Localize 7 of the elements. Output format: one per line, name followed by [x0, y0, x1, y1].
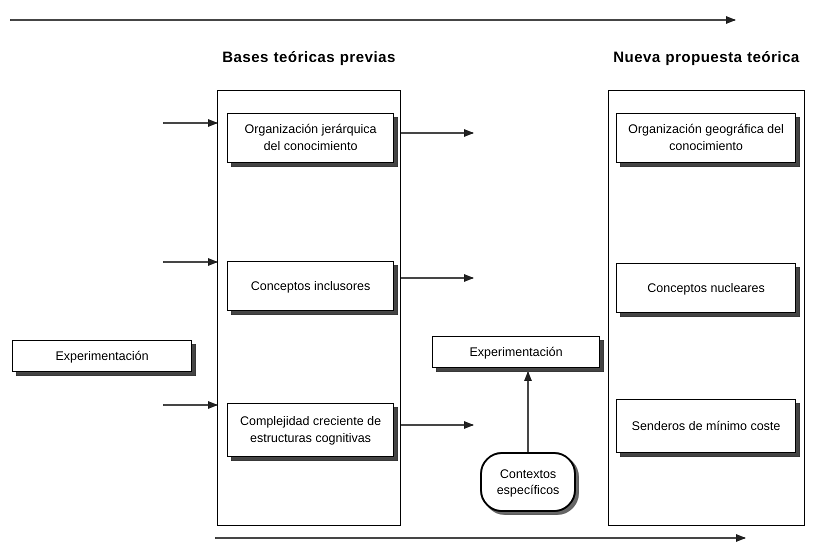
arrow: [163, 401, 218, 409]
panel-heading: Bases teóricas previas: [222, 49, 396, 66]
arrow: [163, 119, 218, 127]
panel-heading: Nueva propuesta teórica: [613, 49, 800, 66]
rounded-box: Contextos específicos: [480, 452, 576, 512]
arrow: [524, 371, 532, 452]
arrow: [163, 258, 218, 266]
